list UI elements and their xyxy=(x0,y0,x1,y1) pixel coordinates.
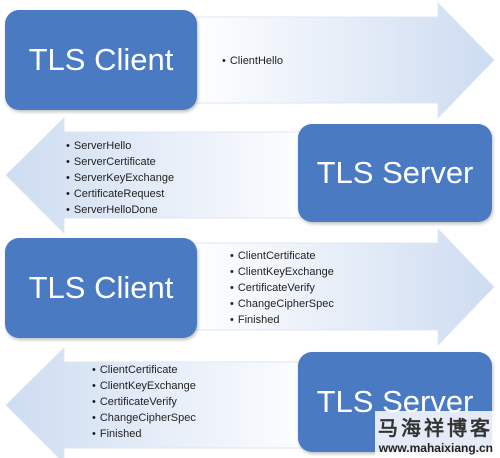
message-list-3: ClientCertificate ClientKeyExchange Cert… xyxy=(230,248,334,328)
watermark: 马海祥博客 www.mahaixiang.cn xyxy=(375,411,496,456)
message-item: ClientCertificate xyxy=(92,362,196,378)
message-item: CertificateRequest xyxy=(66,186,174,202)
message-item: ServerKeyExchange xyxy=(66,170,174,186)
message-item: ChangeCipherSpec xyxy=(92,410,196,426)
arrow-right-1 xyxy=(189,1,495,120)
message-item: CertificateVerify xyxy=(230,280,334,296)
message-item: ClientKeyExchange xyxy=(92,378,196,394)
party-label: TLS Client xyxy=(28,270,174,305)
tls-server-box-2: TLS Server xyxy=(298,124,492,222)
watermark-url: www.mahaixiang.cn xyxy=(378,441,493,455)
message-item: ServerHelloDone xyxy=(66,202,174,218)
watermark-title: 马海祥博客 xyxy=(378,416,493,440)
party-label: TLS Client xyxy=(28,42,174,77)
message-list-1: ClientHello xyxy=(222,53,283,69)
message-list-4: ClientCertificate ClientKeyExchange Cert… xyxy=(92,362,196,442)
message-item: ClientCertificate xyxy=(230,248,334,264)
message-item: ClientHello xyxy=(222,53,283,69)
message-item: Finished xyxy=(230,312,334,328)
message-item: CertificateVerify xyxy=(92,394,196,410)
message-item: Finished xyxy=(92,426,196,442)
message-list-2: ServerHello ServerCertificate ServerKeyE… xyxy=(66,138,174,218)
message-item: ClientKeyExchange xyxy=(230,264,334,280)
message-item: ServerCertificate xyxy=(66,154,174,170)
message-item: ServerHello xyxy=(66,138,174,154)
tls-client-box-3: TLS Client xyxy=(5,238,197,338)
message-item: ChangeCipherSpec xyxy=(230,296,334,312)
party-label: TLS Server xyxy=(316,155,474,190)
tls-client-box-1: TLS Client xyxy=(5,10,197,110)
